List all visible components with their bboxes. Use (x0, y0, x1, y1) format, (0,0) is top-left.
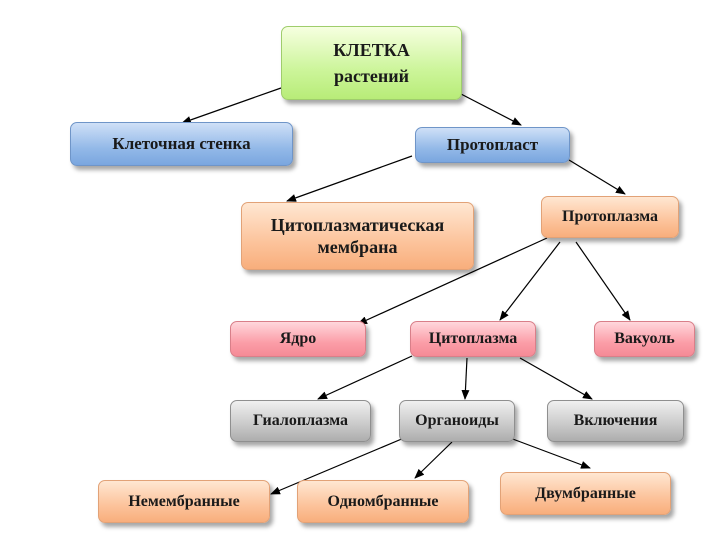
node-citoplazma-label: Цитоплазма (428, 330, 518, 347)
node-organoidy: Органоиды (399, 400, 515, 442)
node-kletka-line2: растений (334, 66, 409, 86)
node-yadro: Ядро (230, 321, 366, 357)
arrow-protoplast-to-membrana (286, 155, 413, 202)
node-odnomembrannye-label: Одномбранные (327, 492, 439, 510)
node-gialoplazma: Гиалоплазма (230, 400, 371, 442)
node-membrana: Цитоплазматическая мембрана (241, 202, 474, 270)
arrow-protoplazma-to-vakuol (575, 241, 631, 321)
node-dvumbrannye: Двумбранные (500, 472, 671, 515)
arrow-kletka-to-stenka (181, 87, 282, 124)
node-stenka: Клеточная стенка (70, 122, 293, 166)
arrow-organoidy-to-nemembrannye (270, 437, 405, 495)
arrow-citoplazma-to-gialoplazma (317, 355, 413, 400)
arrow-protoplazma-to-citoplazma (499, 241, 561, 321)
node-protoplazma: Протоплазма (541, 196, 679, 238)
arrow-kletka-to-protoplast (460, 93, 522, 126)
node-dvumbrannye-label: Двумбранные (535, 484, 636, 502)
node-vklyucheniya: Включения (547, 400, 684, 442)
arrow-citoplazma-to-organoidy (461, 357, 470, 400)
node-yadro-label: Ядро (279, 330, 317, 347)
node-kletka-line1: КЛЕТКА (333, 39, 410, 60)
arrow-protoplast-to-protoplazma (568, 159, 626, 195)
node-vakuol: Вакуоль (594, 321, 695, 357)
arrow-citoplazma-to-vklyucheniya (519, 357, 593, 400)
node-protoplast-label: Протопласт (446, 135, 539, 155)
arrow-protoplazma-to-yadro (357, 237, 548, 325)
arrow-organoidy-to-dvumbrannye (509, 437, 591, 469)
node-organoidy-label: Органоиды (415, 412, 499, 429)
node-nemembrannye-label: Немембранные (128, 492, 240, 510)
node-nemembrannye: Немембранные (98, 480, 270, 523)
node-vklyucheniya-label: Включения (573, 412, 658, 429)
node-protoplazma-label: Протоплазма (562, 208, 658, 225)
node-kletka: КЛЕТКА растений (281, 26, 462, 100)
node-stenka-label: Клеточная стенка (112, 134, 251, 154)
node-citoplazma: Цитоплазма (410, 321, 536, 357)
arrow-organoidy-to-odnomembrannye (414, 441, 453, 479)
node-protoplast: Протопласт (415, 127, 570, 163)
node-membrana-line1: Цитоплазматическая (270, 214, 445, 235)
node-odnomembrannye: Одномбранные (297, 480, 469, 523)
node-gialoplazma-label: Гиалоплазма (252, 412, 349, 429)
node-vakuol-label: Вакуоль (614, 330, 675, 347)
node-membrana-line2: мембрана (317, 237, 398, 257)
